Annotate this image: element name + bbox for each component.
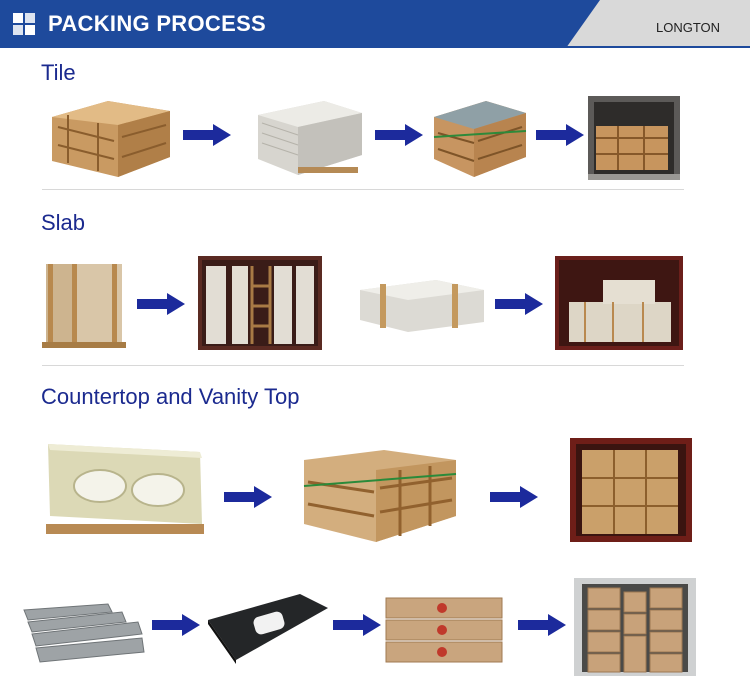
boxes-in-container-image bbox=[574, 578, 696, 676]
right-arrow-icon bbox=[183, 124, 231, 146]
right-arrow-icon bbox=[152, 614, 200, 636]
four-square-logo-icon bbox=[13, 13, 35, 35]
container-loaded-tiles-image bbox=[588, 96, 680, 180]
page-title: PACKING PROCESS bbox=[48, 11, 267, 36]
header-bar: PACKING PROCESS LONGTON bbox=[0, 0, 750, 48]
crated-countertops-image bbox=[303, 450, 457, 542]
right-arrow-icon bbox=[536, 124, 584, 146]
packed-slab-bundle-image bbox=[360, 280, 484, 332]
slabs-in-container-image bbox=[198, 256, 322, 350]
right-arrow-icon bbox=[495, 293, 543, 315]
section-title-countertop: Countertop and Vanity Top bbox=[41, 384, 300, 409]
wrapped-tile-stack-image bbox=[258, 101, 362, 175]
empty-wooden-crate-image bbox=[52, 101, 170, 177]
section-divider bbox=[42, 365, 684, 366]
right-arrow-icon bbox=[375, 124, 423, 146]
right-arrow-icon bbox=[224, 486, 272, 508]
right-arrow-icon bbox=[518, 614, 566, 636]
section-title-slab: Slab bbox=[41, 210, 86, 235]
section-title-tile: Tile bbox=[41, 60, 76, 85]
black-vanity-top-image bbox=[208, 594, 328, 664]
countertop-crates-in-container-image bbox=[570, 438, 692, 542]
slab-bundle-image bbox=[42, 264, 126, 348]
countertop-slabs-image bbox=[23, 603, 145, 663]
vanity-top-image bbox=[46, 444, 204, 534]
brand-name: LONGTON bbox=[656, 20, 721, 35]
section-divider bbox=[42, 189, 684, 190]
right-arrow-icon bbox=[490, 486, 538, 508]
right-arrow-icon bbox=[333, 614, 381, 636]
header-background bbox=[0, 0, 750, 48]
slab-bundles-in-container-image bbox=[555, 256, 683, 350]
right-arrow-icon bbox=[137, 293, 185, 315]
crated-tiles-image bbox=[433, 101, 527, 177]
cardboard-boxes-image bbox=[385, 597, 503, 663]
